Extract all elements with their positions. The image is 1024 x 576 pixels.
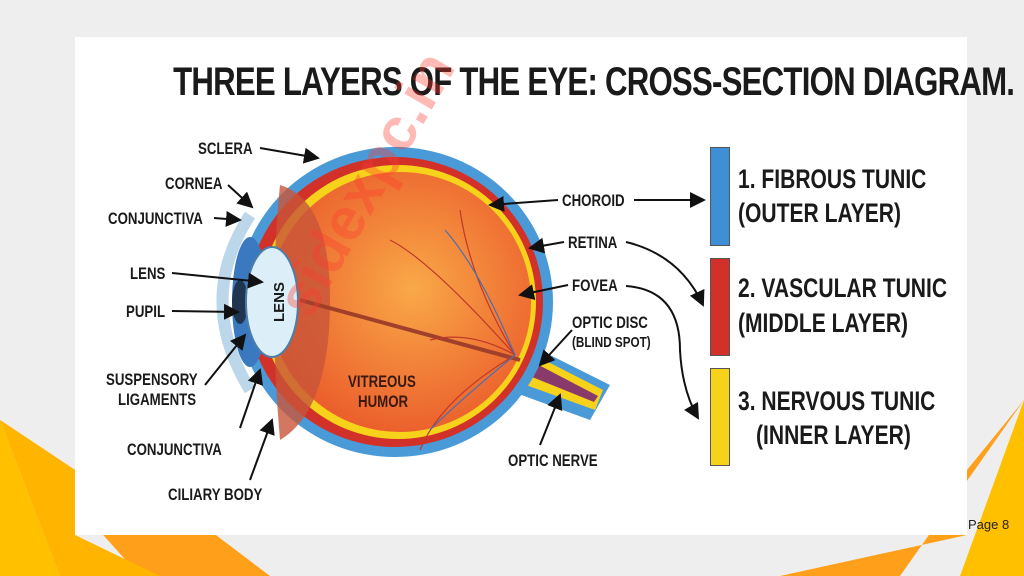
legend-bar-fibrous (710, 147, 730, 246)
label-humor: HUMOR (358, 392, 409, 411)
label-optic-disc: OPTIC DISC (572, 313, 648, 332)
label-ligaments: LIGAMENTS (118, 390, 197, 409)
label-retina: RETINA (568, 233, 618, 252)
legend-nervous-sub: (INNER LAYER) (756, 420, 911, 450)
label-pupil: PUPIL (126, 302, 166, 321)
label-cornea: CORNEA (165, 174, 223, 193)
label-conjunctiva-top: CONJUNCTIVA (108, 209, 203, 228)
label-ciliary-body: CILIARY BODY (168, 485, 263, 504)
label-choroid: CHOROID (562, 191, 625, 210)
label-conjunctiva-bottom: CONJUNCTIVA (127, 440, 222, 459)
label-suspensory: SUSPENSORY (106, 370, 198, 389)
lens-inner-label: LENS (271, 282, 288, 322)
legend-vascular-title: 2. VASCULAR TUNIC (738, 273, 948, 303)
label-sclera: SCLERA (198, 139, 253, 158)
label-optic-nerve: OPTIC NERVE (508, 451, 598, 470)
legend-nervous-title: 3. NERVOUS TUNIC (738, 386, 936, 416)
label-lens: LENS (130, 264, 166, 283)
legend-fibrous-sub: (OUTER LAYER) (738, 198, 902, 228)
page-number: Page 8 (968, 517, 1010, 532)
label-vitreous: VITREOUS (348, 372, 416, 391)
legend-fibrous-title: 1. FIBROUS TUNIC (738, 164, 927, 194)
label-fovea: FOVEA (572, 276, 618, 295)
legend-bar-vascular (710, 258, 730, 356)
legend-bar-nervous (710, 368, 730, 466)
legend-vascular-sub: (MIDDLE LAYER) (738, 308, 909, 338)
label-blind-spot: (BLIND SPOT) (572, 334, 651, 351)
